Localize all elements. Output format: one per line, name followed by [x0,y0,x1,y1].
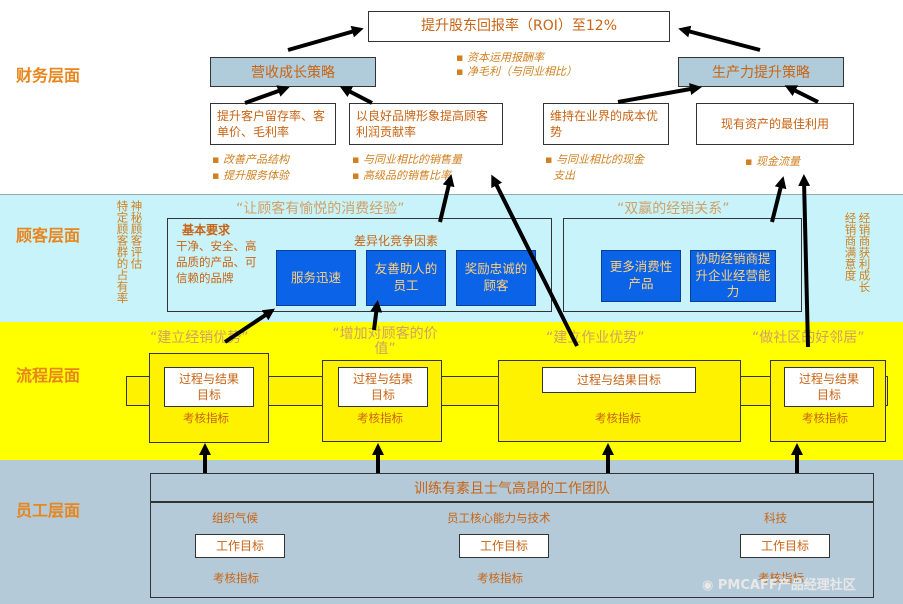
revenue-strategy-box: 营收成长策略 [210,57,376,87]
fin-note-2a: ▪ 与同业相比的销售量 [352,153,462,166]
blue-fast-service: 服务迅速 [276,250,356,306]
watermark: ◉ PMCAFF产品经理社区 [702,578,856,593]
work-goal-1: 工作目标 [195,534,285,558]
process-kpi-1: 考核指标 [183,411,229,425]
employee-kpi-3: 考核指标 [758,571,804,585]
process-kpi-3: 考核指标 [595,411,641,425]
blue-friendly-staff: 友善助人的员工 [366,250,446,306]
fin-note-1b: ▪ 提升服务体验 [212,169,289,182]
employee-outer-frame [150,502,874,598]
employee-team-box: 训练有素且士气高昂的工作团队 [150,473,874,502]
blue-assist-dealers: 协助经销商提升企业经营能力 [690,250,776,302]
fin-box-cost: 维持在业界的成本优势 [543,103,669,145]
process-inner-2: 过程与结果目标 [338,367,428,407]
process-inner-4: 过程与结果目标 [784,367,874,407]
fin-note-4a: ▪ 现金流量 [745,155,800,168]
layer-label-financial: 财务层面 [16,66,81,85]
employee-kpi-2: 考核指标 [477,571,523,585]
process-kpi-4: 考核指标 [802,411,848,425]
process-kpi-2: 考核指标 [357,411,403,425]
employee-category-3: 科技 [764,511,787,525]
fin-box-retention: 提升客户留存率、客单价、毛利率 [210,103,336,145]
fin-note-1a: ▪ 改善产品结构 [212,153,289,166]
work-goal-3: 工作目标 [740,534,830,558]
basic-title: 基本要求 [182,223,231,237]
layer-label-employee: 员工层面 [16,501,81,520]
center-note-2: ▪ 净毛利（与同业相比） [456,65,577,78]
blue-more-products: 更多消费性产品 [601,250,681,302]
process-inner-3: 过程与结果目标 [542,367,696,393]
process-quote-4: “做社区的好邻居” [752,330,865,346]
customer-quote-left: “让顾客有愉悦的消费经验” [236,201,405,217]
right-vertical-1: 经销商获利成长 [857,212,872,293]
left-vertical-1: 神秘顾客评估 [129,200,144,269]
productivity-strategy-box: 生产力提升策略 [678,57,844,87]
blue-loyal-reward: 奖励忠诚的顾客 [456,250,536,306]
employee-category-2: 员工核心能力与技术 [447,511,551,525]
basic-text: 干净、安全、高品质的产品、可信赖的品牌 [176,239,257,286]
roi-goal-box: 提升股东回报率（ROI）至12% [368,11,670,42]
fin-note-3a: ▪ 与同业相比的现金 [545,153,644,166]
process-quote-2: “增加对顾客的价值” [332,326,438,358]
customer-quote-right: “双赢的经销关系” [617,201,730,217]
watermark-logo-icon: ◉ [702,578,718,593]
process-quote-1: “建立经销优势” [150,330,249,346]
fin-note-3b: 支出 [553,169,575,182]
fin-box-brand: 以良好品牌形象提高顾客利润贡献率 [349,103,503,145]
layer-label-customer: 顾客层面 [16,226,81,245]
fin-note-2b: ▪ 高级品的销售比率 [352,169,451,182]
diff-title: 差异化竞争因素 [354,234,439,248]
process-inner-1: 过程与结果目标 [164,367,254,407]
employee-kpi-1: 考核指标 [213,571,259,585]
employee-category-1: 组织气候 [212,511,258,525]
fin-box-assets: 现有资产的最佳利用 [696,103,854,145]
center-note-1: ▪ 资本运用报酬率 [456,51,544,64]
process-quote-3: “建立作业优势” [546,330,645,346]
left-vertical-2: 特定顾客群的占有率 [115,200,130,304]
work-goal-2: 工作目标 [459,534,549,558]
layer-label-process: 流程层面 [16,366,81,385]
right-vertical-2: 经销商满意度 [843,212,858,281]
